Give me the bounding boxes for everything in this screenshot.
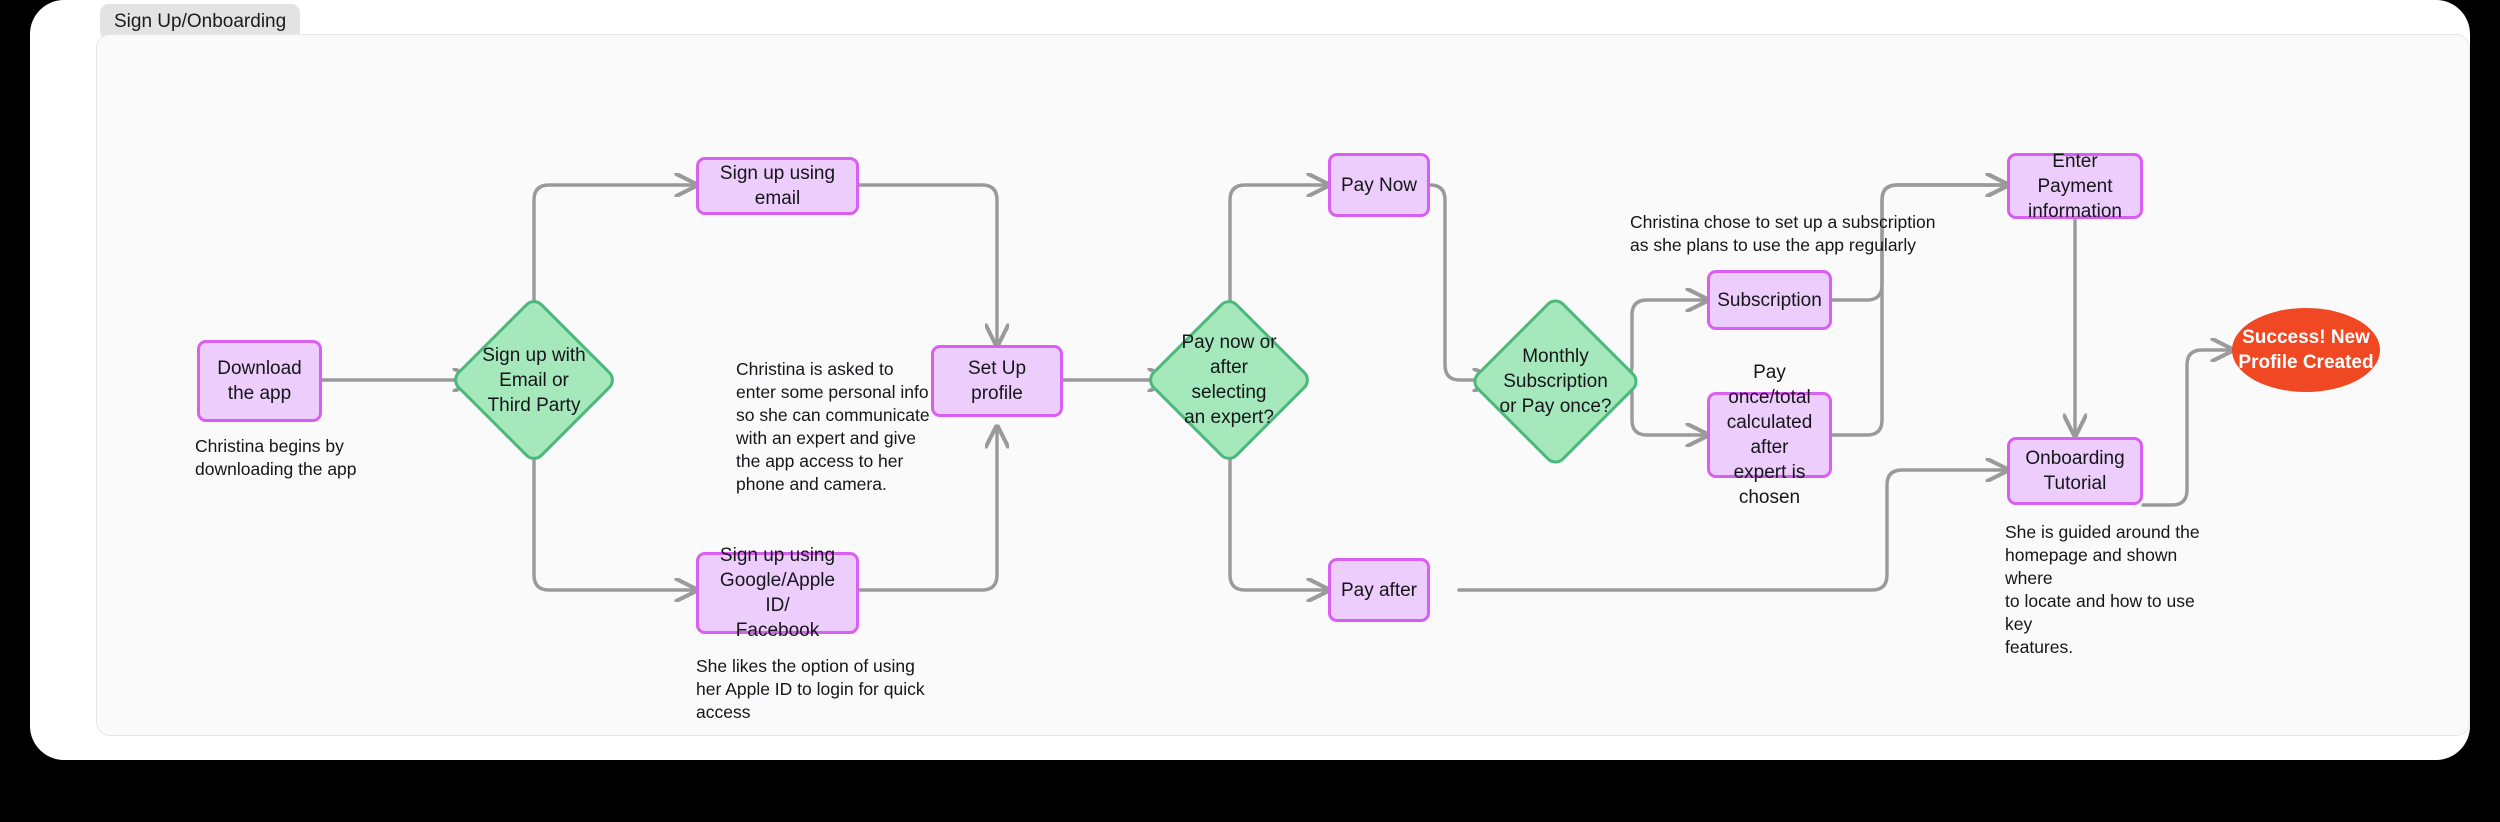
node-signup-third-party-label: Sign up using Google/Apple ID/ Facebook <box>719 545 836 641</box>
node-signup-email[interactable]: Sign up using email <box>696 157 859 215</box>
node-success[interactable]: Success! New Profile Created <box>2232 308 2380 392</box>
node-download-label: Download the app <box>217 358 302 404</box>
note-third-party: She likes the option of using her Apple … <box>696 656 925 722</box>
edge-payafter-onboarding <box>1457 470 2007 592</box>
window-frame: Sign Up/Onboarding <box>30 0 2470 760</box>
node-setup-profile-label: Set Up profile <box>967 358 1027 404</box>
node-subscription-label: Subscription <box>1717 289 1822 311</box>
node-download[interactable]: Download the app <box>197 340 322 422</box>
edge-onboarding-success <box>2141 350 2232 507</box>
node-onboarding-tutorial[interactable]: Onboarding Tutorial <box>2007 437 2143 505</box>
edge-signupchoice-email <box>532 185 696 321</box>
node-pay-once-label: Pay once/total calculated after expert i… <box>1726 362 1813 508</box>
node-pay-when[interactable]: Pay now or after selecting an expert? <box>1144 295 1314 465</box>
node-pay-after-label: Pay after <box>1340 579 1418 601</box>
node-onboarding-tutorial-label: Onboarding Tutorial <box>2025 448 2125 494</box>
node-subscription[interactable]: Subscription <box>1707 270 1832 330</box>
node-signup-email-label: Sign up using email <box>719 163 836 209</box>
note-onboarding-tutorial: She is guided around the homepage and sh… <box>2005 522 2200 657</box>
node-pay-when-label: Pay now or after selecting an expert? <box>1181 332 1277 428</box>
node-signup-choice[interactable]: Sign up with Email or Third Party <box>449 295 619 465</box>
node-plan-choice-label: Monthly Subscription or Pay once? <box>1499 346 1612 417</box>
edge-signupchoice-third <box>532 439 696 590</box>
node-pay-now[interactable]: Pay Now <box>1328 153 1430 217</box>
node-signup-choice-label: Sign up with Email or Third Party <box>482 344 586 416</box>
note-download: Christina begins by downloading the app <box>195 436 357 479</box>
edge-paynow-planchoice <box>1428 183 1494 380</box>
node-enter-payment[interactable]: Enter Payment information <box>2007 151 2143 222</box>
edge-payonce-enterpayment <box>1830 185 2007 437</box>
node-pay-once[interactable]: Pay once/total calculated after expert i… <box>1707 362 1832 508</box>
node-setup-profile[interactable]: Set Up profile <box>931 345 1063 417</box>
diagram-canvas[interactable]: Download the app Sign up with Email or T… <box>96 34 2470 736</box>
node-success-label: Success! New Profile Created <box>2238 327 2374 373</box>
note-subscription: Christina chose to set up a subscription… <box>1630 212 1936 255</box>
edge-email-setup <box>857 183 997 345</box>
edge-paywhen-payafter <box>1228 439 1328 590</box>
node-plan-choice[interactable]: Monthly Subscription or Pay once? <box>1468 294 1643 469</box>
edge-third-setup <box>857 427 997 592</box>
edge-paywhen-paynow <box>1228 185 1328 321</box>
node-pay-after[interactable]: Pay after <box>1328 558 1430 622</box>
note-setup-profile: Christina is asked to enter some persona… <box>736 359 930 494</box>
edge-planchoice-subscription <box>1615 300 1707 382</box>
node-signup-third-party[interactable]: Sign up using Google/Apple ID/ Facebook <box>696 545 859 641</box>
node-pay-now-label: Pay Now <box>1340 174 1418 196</box>
node-enter-payment-label: Enter Payment information <box>2028 150 2122 222</box>
